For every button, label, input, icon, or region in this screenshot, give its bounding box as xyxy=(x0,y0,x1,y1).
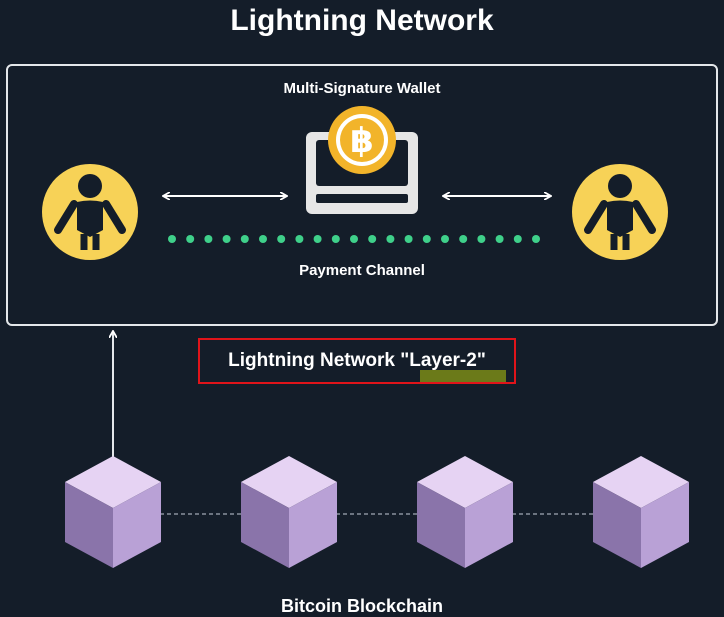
diagram-title: Lightning Network xyxy=(230,4,494,37)
channel-dot xyxy=(168,235,176,243)
channel-dot xyxy=(441,235,449,243)
channel-dot xyxy=(313,235,322,243)
bitcoin-symbol: ฿ xyxy=(350,121,374,161)
block-icon xyxy=(241,456,337,568)
channel-dot xyxy=(459,235,468,243)
channel-dot xyxy=(386,235,395,243)
blockchain-label: Bitcoin Blockchain xyxy=(280,596,444,616)
channel-dot xyxy=(404,235,413,243)
channel-dot xyxy=(240,235,249,243)
channel-dot xyxy=(331,235,340,243)
channel-dot xyxy=(477,235,486,243)
payment-channel-label: Payment Channel xyxy=(299,262,425,279)
channel-dots xyxy=(168,235,540,243)
channel-dot xyxy=(222,235,231,243)
channel-dot xyxy=(295,235,304,243)
channel-dot xyxy=(368,235,377,243)
channel-dot xyxy=(350,235,358,243)
layer-2-highlight-box xyxy=(198,338,516,384)
block-icon xyxy=(417,456,513,568)
channel-dot xyxy=(532,235,540,243)
block-icon xyxy=(593,456,689,568)
channel-dot xyxy=(277,235,286,243)
channel-dot xyxy=(513,235,522,243)
channel-dot xyxy=(259,235,267,243)
channel-dot xyxy=(204,235,213,243)
channel-dot xyxy=(186,235,195,243)
payment-channel-box xyxy=(6,64,718,326)
layer-2-label: Lightning Network "Layer-2" xyxy=(228,350,486,371)
block-icon xyxy=(65,456,161,568)
person-icon xyxy=(42,164,138,260)
channel-dot xyxy=(495,235,504,243)
bitcoin-coin-icon: ฿ xyxy=(328,106,396,174)
wallet-label: Multi-Signature Wallet xyxy=(283,80,441,97)
channel-dot xyxy=(422,235,431,243)
person-icon xyxy=(572,164,668,260)
text-highlight-mark xyxy=(420,370,506,382)
